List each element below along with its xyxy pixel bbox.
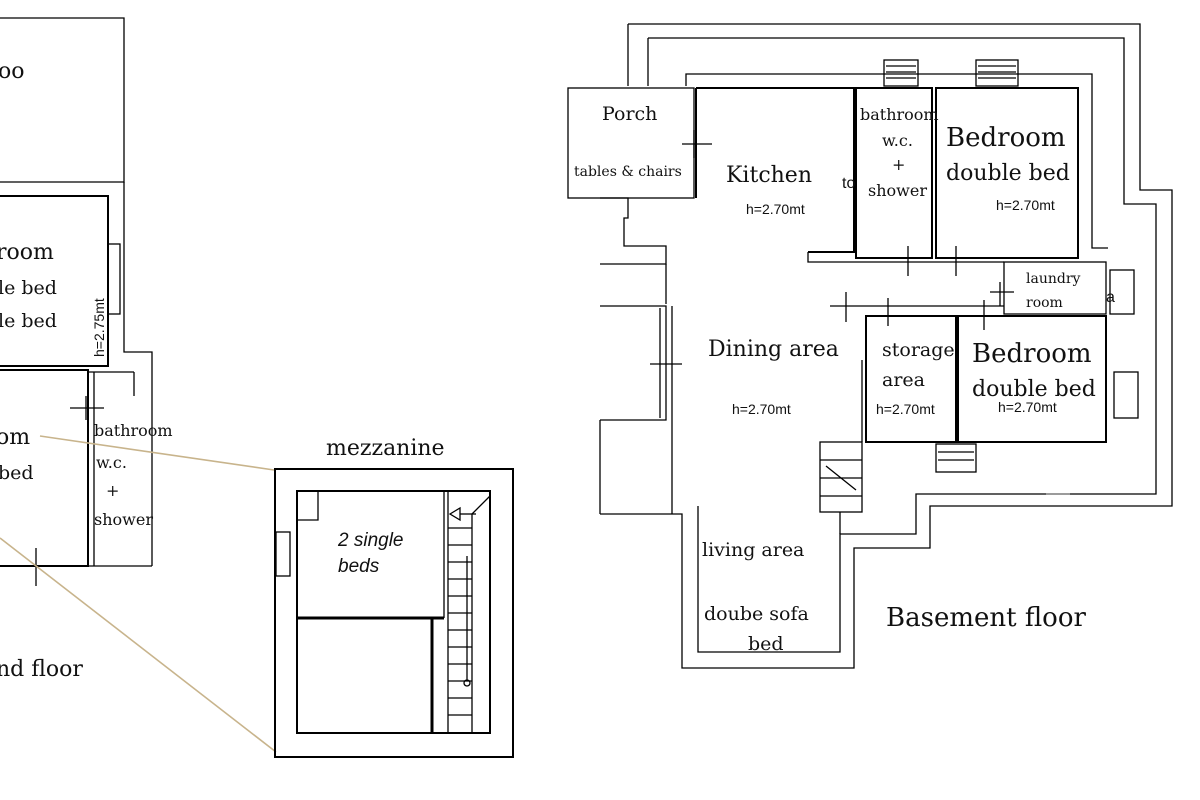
mezzanine-title: mezzanine: [326, 436, 445, 461]
ground-floor-bedroom1-label: room: [0, 240, 54, 265]
storage-label-line2: area: [882, 369, 925, 391]
basement-stairs: [819, 441, 863, 513]
mezzanine-window: [275, 531, 291, 577]
basement-bathroom-shower: shower: [868, 181, 927, 200]
ground-floor-bedroom2-label: om: [0, 425, 30, 450]
basement-bedroom2-bed: double bed: [972, 377, 1096, 402]
ground-floor-bathroom-label: bathroom: [94, 421, 173, 440]
laundry-label-line2: room: [1026, 295, 1063, 311]
basement-storage-window: [935, 443, 977, 473]
ground-floor-outer-wall: [123, 182, 153, 566]
basement-outer-wall-inner-line: [648, 37, 1157, 653]
mezzanine-outer-wall: [274, 468, 514, 758]
basement-bedroom2-outline: [957, 315, 1107, 443]
ground-floor-bedroom1-bed1: le bed: [0, 277, 57, 299]
ground-floor-plan: oo room le bed le bed h=2.75mt om bed ba…: [0, 17, 173, 682]
basement-bedroom1-height: h=2.70mt: [996, 197, 1055, 213]
basement-bathroom-outline: [855, 87, 933, 259]
ground-floor-top-room-label: oo: [0, 59, 25, 84]
kitchen-wall: [696, 87, 855, 253]
dining-height: h=2.70mt: [732, 401, 791, 417]
bathroom-stray-text: to: [842, 175, 855, 192]
ground-floor-window: [107, 243, 121, 315]
dining-label: Dining area: [708, 337, 839, 362]
ground-floor-bathroom-plus: +: [106, 481, 119, 500]
mezzanine-corner: [297, 491, 319, 521]
ground-floor-bedroom2-bed: bed: [0, 462, 34, 484]
kitchen-height: h=2.70mt: [746, 201, 805, 217]
basement-title: Basement floor: [886, 603, 1086, 633]
basement-west-wall-mid: [600, 305, 667, 421]
basement-bedroom2-height: h=2.70mt: [998, 399, 1057, 415]
basement-bathroom-window: [883, 59, 919, 87]
basement-bedroom1-bed: double bed: [946, 161, 1070, 186]
ground-floor-top-room-wall: [0, 17, 125, 183]
stair-start-dot: [463, 679, 471, 687]
basement-bedroom1-outline: [935, 87, 1079, 259]
basement-floor-plan: Porch tables & chairs Kitchen h=2.70mt t…: [567, 23, 1173, 669]
mezzanine-stair-turn: [471, 495, 491, 515]
porch-furniture: tables & chairs: [574, 164, 682, 180]
storage-outline: [865, 315, 957, 443]
ground-floor-bathroom-shower: shower: [94, 510, 153, 529]
laundry-stray-text: a: [1106, 289, 1115, 306]
mezzanine-stair-treads: [448, 527, 472, 716]
laundry-outline: [1003, 261, 1107, 315]
mezzanine-inner-wall: [296, 490, 491, 734]
mezzanine-beds-line2: beds: [338, 556, 380, 577]
storage-label-line1: storage: [882, 339, 955, 361]
mezzanine-connector-top: [39, 435, 275, 471]
basement-inner-wall-top: [685, 73, 1108, 249]
storage-height: h=2.70mt: [876, 401, 935, 417]
stair-direction-line: [825, 465, 857, 491]
basement-bathroom-label: bathroom: [860, 105, 939, 124]
basement-bedroom2-label: Bedroom: [972, 339, 1092, 369]
laundry-label-line1: laundry: [1026, 271, 1081, 287]
porch-label: Porch: [602, 103, 657, 125]
ground-floor-bathroom-wc: w.c.: [96, 453, 127, 472]
mezzanine-plan: mezzanine 2 single beds: [274, 436, 514, 758]
basement-bedroom2-window: [1113, 371, 1139, 419]
laundry-window: [1109, 269, 1135, 315]
ground-floor-height-note: h=2.75mt: [91, 298, 107, 357]
kitchen-label: Kitchen: [726, 163, 812, 188]
basement-west-wall-upper: [600, 197, 667, 265]
basement-bathroom-wc: w.c.: [882, 131, 913, 150]
living-label: living area: [702, 539, 804, 561]
basement-bedroom1-label: Bedroom: [946, 123, 1066, 153]
basement-bathroom-plus: +: [892, 155, 905, 174]
ground-floor-title: nd floor: [0, 657, 83, 682]
stair-arrow-icon: [448, 506, 461, 522]
ground-floor-bedroom1-bed2: le bed: [0, 310, 57, 332]
mezzanine-beds-line1: 2 single: [337, 530, 404, 551]
basement-bedroom1-window: [975, 59, 1019, 87]
mezzanine-connector-bottom: [0, 537, 277, 753]
basement-outer-wall: [600, 23, 1173, 669]
living-sofa-line2: bed: [748, 633, 784, 655]
corridor-top-wall: [807, 252, 1004, 263]
living-sofa-line1: doube sofa: [704, 603, 809, 625]
